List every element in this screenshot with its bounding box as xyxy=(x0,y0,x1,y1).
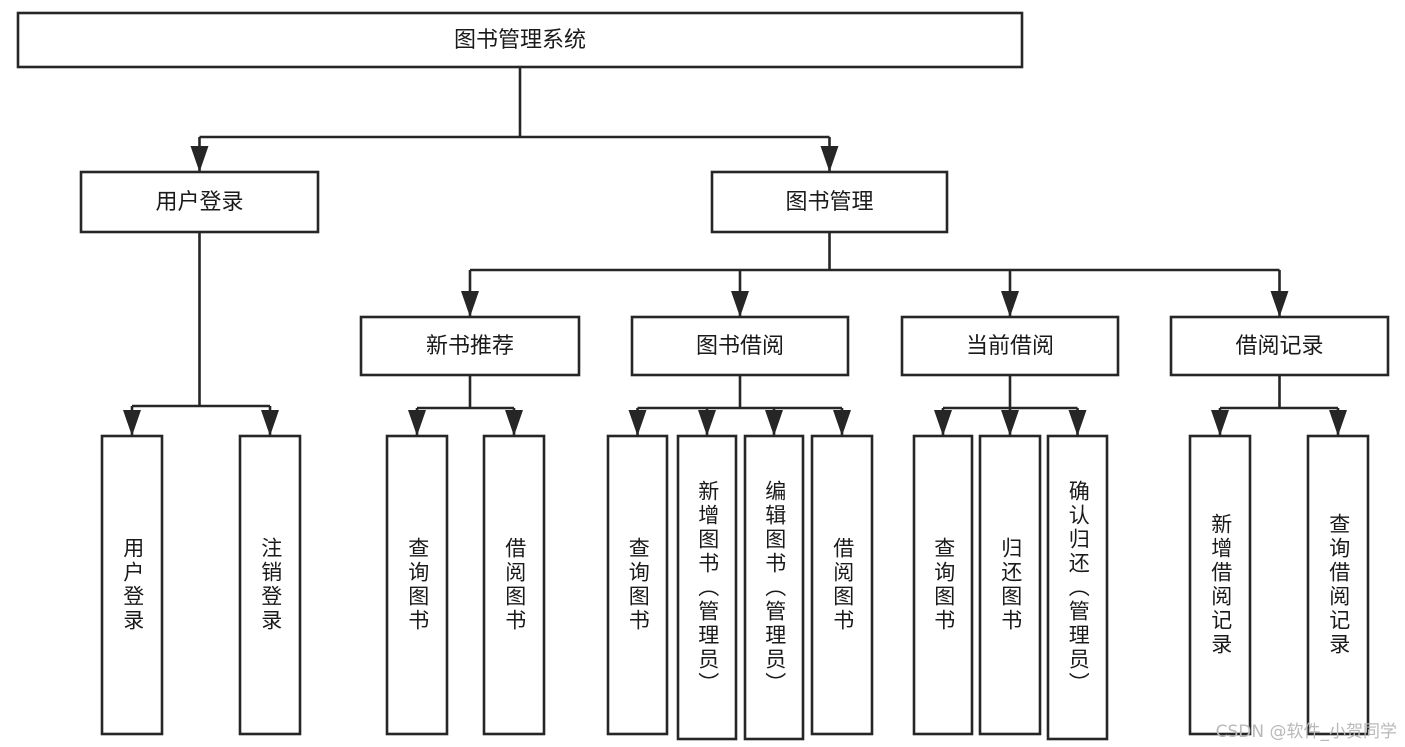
node-leaf-leaf-query-borrow-record[interactable] xyxy=(1306,434,1370,736)
node-leaf-leaf-add-borrow-record[interactable] xyxy=(1188,434,1252,736)
node-label-user-login: 用户登录 xyxy=(155,190,243,215)
arrow-head-icon-leaf-query-book-1 xyxy=(408,410,426,436)
node-root-root[interactable] xyxy=(16,11,1024,69)
node-leaf-leaf-logout-login[interactable] xyxy=(238,434,302,736)
node-level2-user-login[interactable] xyxy=(79,170,320,234)
node-level3-book-borrow[interactable] xyxy=(630,315,850,377)
arrow-head-icon-current-borrow xyxy=(1001,291,1019,317)
arrow-head-icon-leaf-query-book-3 xyxy=(934,410,952,436)
node-leaf-leaf-return-book[interactable] xyxy=(978,434,1042,736)
arrow-head-icon-leaf-query-borrow-record xyxy=(1329,410,1347,436)
arrow-head-icon-leaf-borrow-book-1 xyxy=(505,410,523,436)
arrow-head-icon-new-book-recommend xyxy=(461,291,479,317)
node-level3-new-book-recommend[interactable] xyxy=(359,315,581,377)
node-leaf-leaf-confirm-return-admin[interactable] xyxy=(1046,434,1109,741)
arrow-head-icon-leaf-return-book xyxy=(1001,410,1019,436)
arrow-head-icon-leaf-logout-login xyxy=(261,410,279,436)
connector-layer xyxy=(123,67,1347,436)
arrow-head-icon-leaf-borrow-book-2 xyxy=(833,410,851,436)
box-layer xyxy=(16,11,1390,741)
node-leaf-leaf-query-book-1[interactable] xyxy=(385,434,449,736)
arrow-head-icon-leaf-add-book-admin xyxy=(698,410,716,436)
node-level2-book-management[interactable] xyxy=(710,170,949,234)
node-leaf-leaf-edit-book-admin[interactable] xyxy=(743,434,805,741)
arrow-head-icon-leaf-edit-book-admin xyxy=(765,410,783,436)
node-leaf-leaf-add-book-admin[interactable] xyxy=(676,434,738,741)
node-label-borrow-record: 借阅记录 xyxy=(1235,334,1323,359)
node-level3-borrow-record[interactable] xyxy=(1169,315,1390,377)
arrow-head-icon-user-login xyxy=(190,146,209,172)
arrow-head-icon-book-borrow xyxy=(731,291,749,317)
arrow-head-icon-leaf-add-borrow-record xyxy=(1211,410,1229,436)
node-label-current-borrow: 当前借阅 xyxy=(966,334,1054,359)
arrow-head-icon-leaf-query-book-2 xyxy=(628,410,647,436)
node-leaf-leaf-query-book-2[interactable] xyxy=(606,434,669,736)
node-leaf-leaf-query-book-3[interactable] xyxy=(912,434,974,736)
arrow-head-icon-leaf-user-login xyxy=(123,410,141,436)
arrow-head-icon-leaf-confirm-return-admin xyxy=(1068,410,1087,436)
node-leaf-leaf-borrow-book-1[interactable] xyxy=(482,434,546,736)
arrow-head-icon-borrow-record xyxy=(1270,291,1289,317)
node-leaf-leaf-borrow-book-2[interactable] xyxy=(810,434,874,736)
node-label-new-book-recommend: 新书推荐 xyxy=(426,334,514,359)
node-label-root: 图书管理系统 xyxy=(454,28,586,53)
node-label-book-management: 图书管理 xyxy=(785,190,873,215)
node-level3-current-borrow[interactable] xyxy=(900,315,1120,377)
csdn-watermark: CSDN @软件_小贺同学 xyxy=(1215,722,1397,742)
node-leaf-leaf-user-login[interactable] xyxy=(100,434,164,736)
node-label-book-borrow: 图书借阅 xyxy=(696,334,784,359)
arrow-head-icon-book-management xyxy=(820,146,839,172)
